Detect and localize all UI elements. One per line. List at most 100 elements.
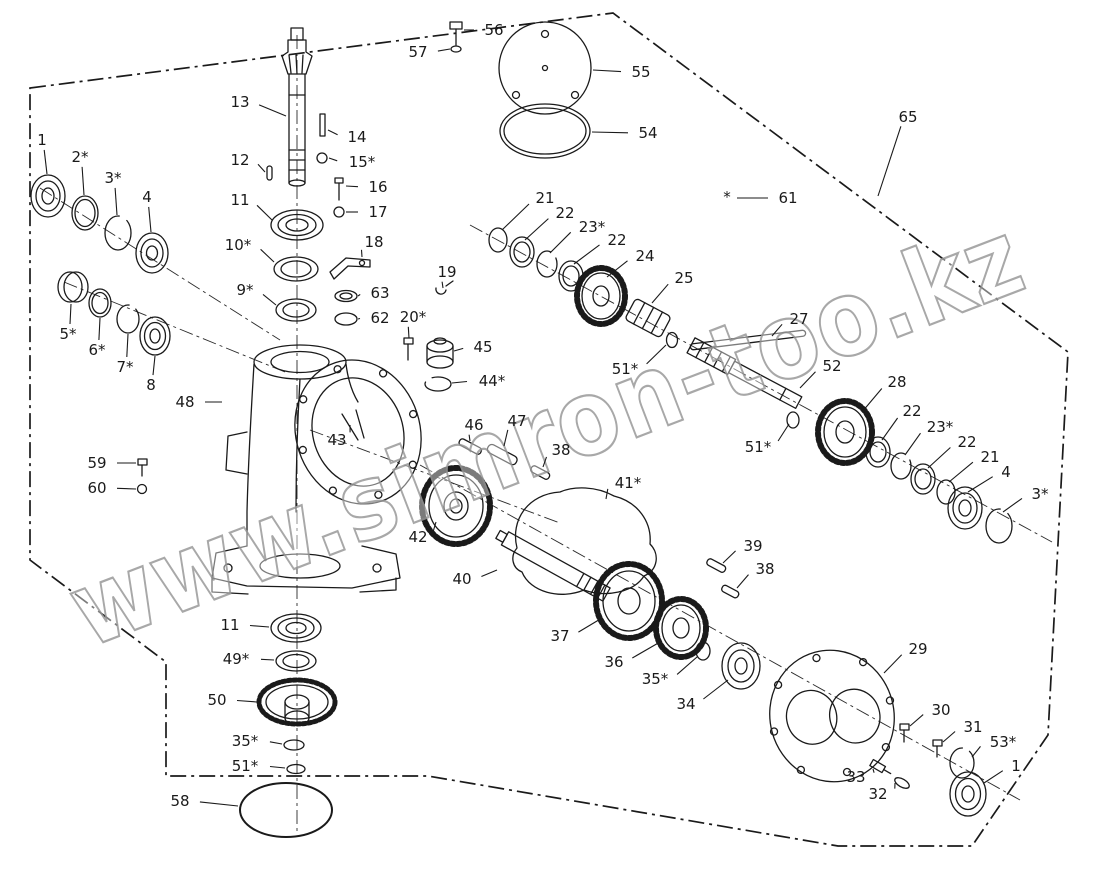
leader-line [257,163,266,173]
part-label-23-star: 23* [927,418,954,436]
leader-line [646,344,667,365]
part-label-51-star: 51* [232,757,259,775]
bearing-11-top [270,209,324,322]
leader-line [236,699,258,703]
part-label-4: 4 [1001,463,1011,481]
leader-line [877,126,902,197]
part-label-51-star: 51* [612,360,639,378]
part-label-40: 40 [452,570,471,588]
part-label-22: 22 [607,231,626,249]
part-label-65: 65 [898,108,917,126]
part-label-11: 11 [230,191,249,209]
cover-plate-55 [498,21,592,115]
part-label-6-star: 6* [88,341,106,359]
part-label-50: 50 [207,691,226,709]
leader-line [861,388,883,413]
leader-line [722,550,736,564]
leader-line [81,166,85,196]
leader-line [651,283,669,304]
leader-line [269,765,286,769]
leader-line [948,461,974,483]
part-label-10-star: 10* [225,236,252,254]
part-label-42: 42 [408,528,427,546]
leader-line [328,157,338,162]
frame-border [29,12,1069,847]
leader-line [152,355,156,376]
leader-line [468,434,471,442]
bearing-stack-1-4 [30,174,169,274]
gear-42 [419,465,493,547]
part-label-46: 46 [464,416,483,434]
bolt-59-ring-60 [136,458,148,495]
part-label-37: 37 [550,627,569,645]
part-label-20-star: 20* [400,308,427,326]
leader-line [453,347,464,352]
part-label-56: 56 [484,21,503,39]
pins-46-47-38 [458,438,551,480]
part-label-30: 30 [931,701,950,719]
part-label-15-star: 15* [349,153,376,171]
part-label-16: 16 [368,178,387,196]
leader-line [260,248,275,263]
part-label-3-star: 3* [1031,485,1049,503]
leader-line [260,658,275,661]
leader-line [942,731,956,743]
part-label-22: 22 [957,433,976,451]
leader-line [357,293,361,297]
part-label-22: 22 [902,402,921,420]
part-label-3-star: 3* [104,169,122,187]
leader-line [573,244,600,265]
leader-line [736,574,749,589]
leader-line [592,69,622,73]
part-label-49-star: 49* [223,650,250,668]
part-label-14: 14 [347,128,366,146]
leader-line [437,48,451,52]
leader-line [524,218,549,241]
part-label-28: 28 [887,373,906,391]
leader-line [199,801,239,807]
leader-line [451,380,468,384]
part-label-2-star: 2* [71,148,89,166]
leader-line [578,617,603,633]
gasket-41 [512,487,657,595]
leader-line [269,741,283,745]
part-label-18: 18 [364,233,383,251]
bolt-56 [449,21,463,53]
o-ring-54 [499,103,591,159]
leader-line [927,447,951,469]
part-label-60: 60 [87,479,106,497]
part-label-53-star: 53* [990,733,1017,751]
leader-line [799,371,816,389]
leader-line [703,679,729,700]
leader-line [249,624,270,628]
leader-line [98,317,101,341]
part-label-43: 43 [327,431,346,449]
leader-line [327,129,338,136]
housing-48 [211,344,422,595]
part-label-61: 61 [778,189,797,207]
leader-line [262,293,277,306]
leader-line [904,432,921,456]
part-label-12: 12 [230,151,249,169]
end-cover-29 [769,649,987,817]
leader-line [357,317,361,320]
part-label-47: 47 [507,412,526,430]
leader-line [126,333,129,358]
parts-drawing [30,21,1013,838]
leader-line [69,303,72,325]
leader-line [881,417,899,441]
leader-line [872,768,875,773]
part-label-44-star: 44* [479,372,506,390]
leader-line [676,656,698,675]
part-label-33: 33 [846,768,865,786]
part-label-7-star: 7* [116,358,134,376]
leader-line [43,149,48,175]
leader-line [114,187,118,216]
leader-line [258,104,287,117]
part-label-35-star: 35* [642,670,669,688]
part-label-54: 54 [638,124,657,142]
leader-line [360,249,363,258]
leader-line [983,770,1004,784]
part-label-38: 38 [551,441,570,459]
